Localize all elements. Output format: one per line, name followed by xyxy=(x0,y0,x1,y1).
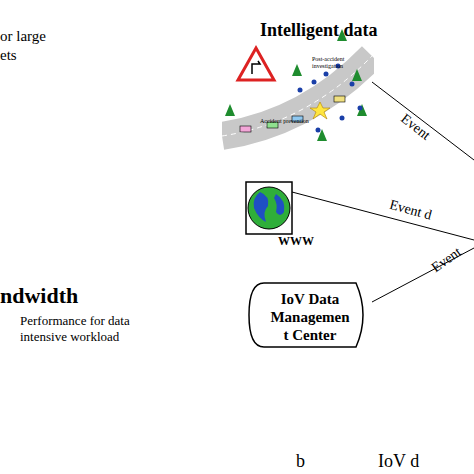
sensor-dot xyxy=(324,72,329,77)
node-heading: Intelligent data xyxy=(260,20,410,42)
warning-sign xyxy=(238,48,274,80)
event-line xyxy=(372,82,474,160)
globe-frame xyxy=(246,182,292,234)
description-text: Performance for data intensive workload xyxy=(20,313,160,346)
cropped-heading: ndwidth xyxy=(0,282,78,310)
tree xyxy=(292,64,302,76)
event-line xyxy=(292,192,474,240)
illustration-note: Accident prevention xyxy=(260,118,320,125)
car xyxy=(334,96,345,102)
road-illustration: Intelligent dataPost-accident investigat… xyxy=(222,18,374,150)
sensor-dot xyxy=(350,82,355,87)
display-shape xyxy=(249,283,363,347)
edge-label: Event xyxy=(397,110,434,144)
illustration-note: Post-accident investigation xyxy=(312,56,372,69)
node-label: IoV Data Managemen t Center xyxy=(268,290,352,344)
continent xyxy=(254,192,269,222)
sensor-dot xyxy=(312,80,317,85)
edge-label: Event xyxy=(428,243,465,276)
data-center-box: IoV Data Managemen t Center xyxy=(248,282,372,348)
tree xyxy=(352,69,362,81)
car xyxy=(240,126,251,132)
tree xyxy=(357,104,367,116)
cropped-text: ets xyxy=(0,46,17,65)
tree xyxy=(225,104,235,116)
accident-mark xyxy=(310,102,330,119)
sensor-dot xyxy=(316,128,321,133)
subfigure-letter: b xyxy=(296,450,305,473)
web-globe: WWW xyxy=(240,178,316,254)
node-label: WWW xyxy=(278,234,318,248)
cropped-caption: IoV d xyxy=(378,450,419,473)
globe xyxy=(248,187,290,229)
sensor-dot xyxy=(358,106,363,111)
cropped-text: or large xyxy=(0,27,46,46)
sensor-dot xyxy=(340,116,345,121)
sensor-dot xyxy=(298,88,303,93)
continent xyxy=(274,194,284,215)
sign-arrow xyxy=(252,61,260,74)
edge-label: Event d xyxy=(387,196,433,224)
